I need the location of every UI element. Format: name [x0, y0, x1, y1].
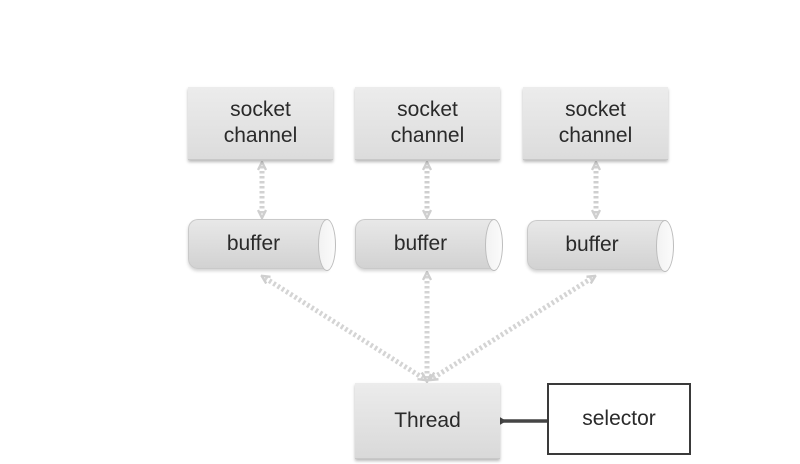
buffer-2: buffer: [355, 219, 503, 271]
buffer-1-end-cap: [318, 219, 336, 271]
socket-channel-2-label: socket channel: [390, 98, 465, 147]
buffer-2-label: buffer: [393, 232, 448, 255]
socket-channel-1: socket channel: [188, 87, 333, 160]
socket-channel-3: socket channel: [523, 87, 668, 160]
buffer-3-end-cap: [656, 220, 674, 272]
buffer-2-end-cap: [485, 219, 503, 271]
selector-label: selector: [582, 407, 656, 430]
thread-label: Thread: [394, 408, 461, 432]
selector-box: selector: [547, 383, 691, 455]
connector-buffer3-thread: [433, 278, 592, 378]
buffer-3-label: buffer: [565, 233, 619, 256]
socket-channel-3-label: socket channel: [558, 98, 633, 147]
buffer-1: buffer: [188, 219, 336, 271]
buffer-3: buffer: [527, 220, 674, 272]
socket-channel-1-label: socket channel: [223, 98, 298, 147]
socket-channel-2: socket channel: [355, 87, 500, 160]
connector-buffer1-thread: [265, 278, 423, 378]
thread-box: Thread: [355, 383, 500, 459]
buffer-1-label: buffer: [226, 232, 281, 255]
